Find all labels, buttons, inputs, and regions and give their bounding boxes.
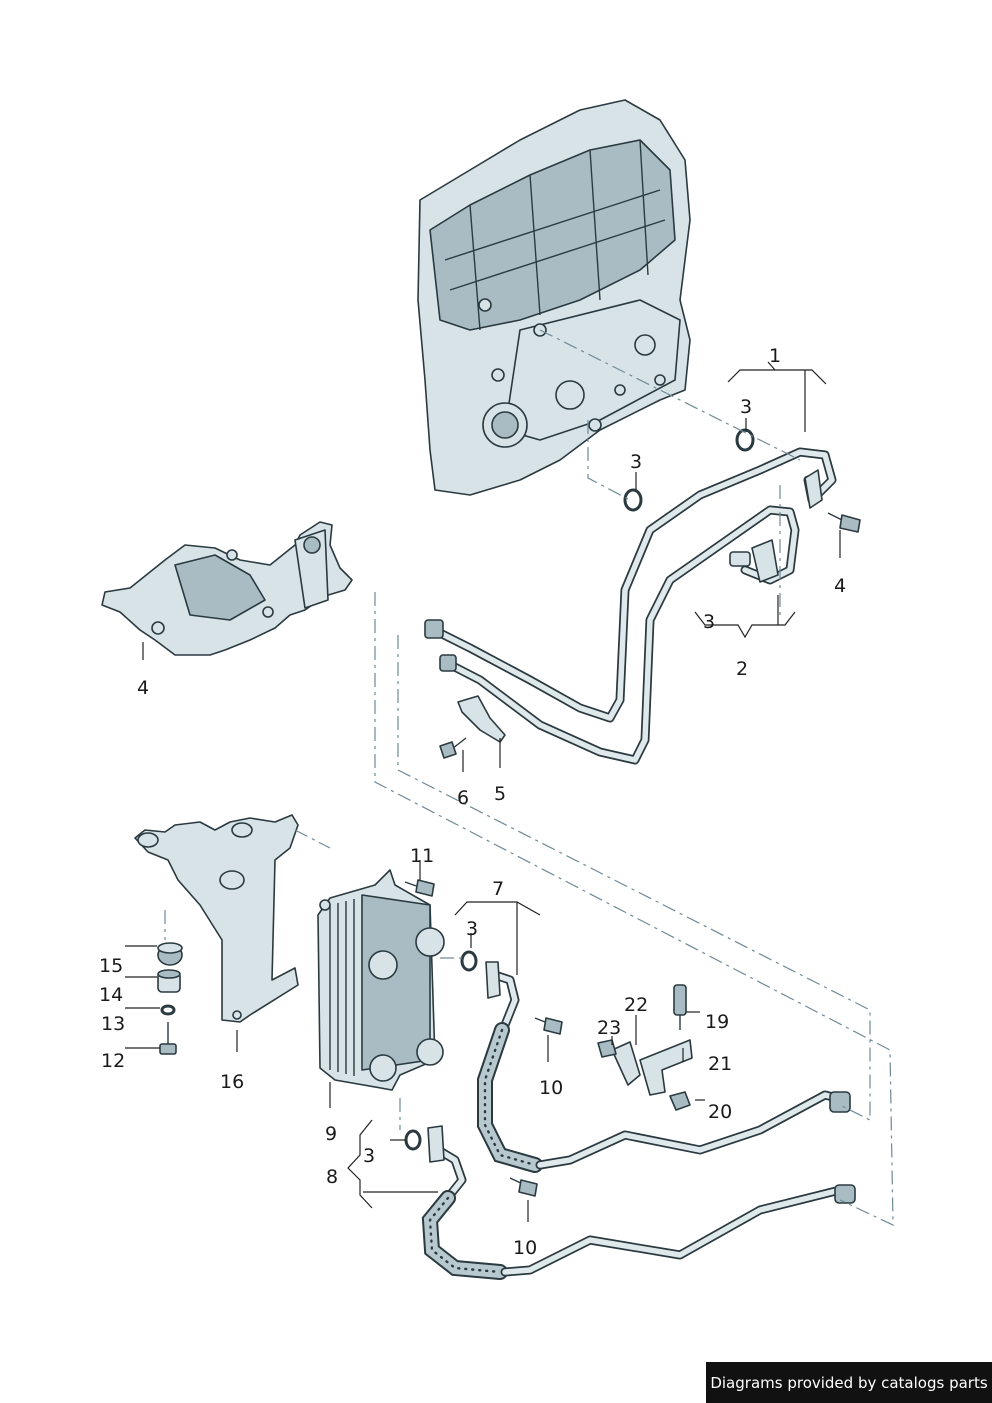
callout-6: 6 xyxy=(457,787,469,809)
callout-22: 22 xyxy=(624,994,648,1016)
oil-cooler xyxy=(317,869,445,1091)
callout-1: 1 xyxy=(769,345,781,367)
callout-3: 3 xyxy=(466,918,478,940)
o-ring xyxy=(404,1129,422,1151)
hex-nut xyxy=(669,1091,691,1111)
callout-4: 4 xyxy=(834,575,846,597)
washer xyxy=(160,1004,176,1016)
stud-bolt xyxy=(673,984,687,1030)
mounting-bracket xyxy=(101,521,353,656)
spacer-sleeve xyxy=(157,969,181,993)
callout-2: 2 xyxy=(736,658,748,680)
hose-bolt xyxy=(534,1017,563,1035)
support-bracket xyxy=(134,814,299,1023)
rubber-grommet xyxy=(157,942,183,966)
callout-labels: 1 3 3 4 3 2 4 6 5 11 7 3 15 14 13 12 16 … xyxy=(99,345,846,1259)
small-nut xyxy=(597,1039,617,1058)
attribution-text: Diagrams provided by catalogs parts xyxy=(710,1373,988,1392)
callout-23: 23 xyxy=(597,1017,621,1039)
callout-4: 4 xyxy=(137,677,149,699)
o-ring xyxy=(460,950,478,972)
callout-13: 13 xyxy=(101,1013,125,1035)
callout-7: 7 xyxy=(492,878,504,900)
callout-15: 15 xyxy=(99,955,123,977)
cooler-bolt xyxy=(404,879,435,897)
callout-3: 3 xyxy=(630,451,642,473)
o-ring xyxy=(735,428,755,452)
line-clip xyxy=(457,695,506,743)
callout-9: 9 xyxy=(325,1123,337,1145)
callout-10: 10 xyxy=(513,1237,537,1259)
hose-bolt xyxy=(509,1177,538,1197)
transmission-housing xyxy=(417,99,691,496)
hex-bolt xyxy=(159,1022,177,1055)
oil-line-1 xyxy=(424,447,837,723)
oil-line-2 xyxy=(439,505,800,765)
leader-lines xyxy=(125,361,841,1222)
callout-5: 5 xyxy=(494,783,506,805)
cooler-hose-7 xyxy=(477,961,851,1173)
cooler-hose-8 xyxy=(421,1125,856,1280)
callout-12: 12 xyxy=(101,1050,125,1072)
callout-8: 8 xyxy=(326,1166,338,1188)
callout-3: 3 xyxy=(740,396,752,418)
callout-19: 19 xyxy=(705,1011,729,1033)
callout-10: 10 xyxy=(539,1077,563,1099)
o-ring xyxy=(623,488,643,512)
callout-3: 3 xyxy=(363,1145,375,1167)
callout-21: 21 xyxy=(708,1053,732,1075)
hose-clamp xyxy=(611,1041,641,1086)
hose-holder xyxy=(639,1039,693,1096)
callout-14: 14 xyxy=(99,984,123,1006)
callout-16: 16 xyxy=(220,1071,244,1093)
callout-3: 3 xyxy=(703,611,715,633)
callout-11: 11 xyxy=(410,845,434,867)
callout-20: 20 xyxy=(708,1101,732,1123)
assembly-lines xyxy=(164,329,894,1226)
attribution-banner: Diagrams provided by catalogs parts xyxy=(706,1362,992,1403)
clip-bolt xyxy=(439,737,467,759)
bolt xyxy=(827,512,861,533)
